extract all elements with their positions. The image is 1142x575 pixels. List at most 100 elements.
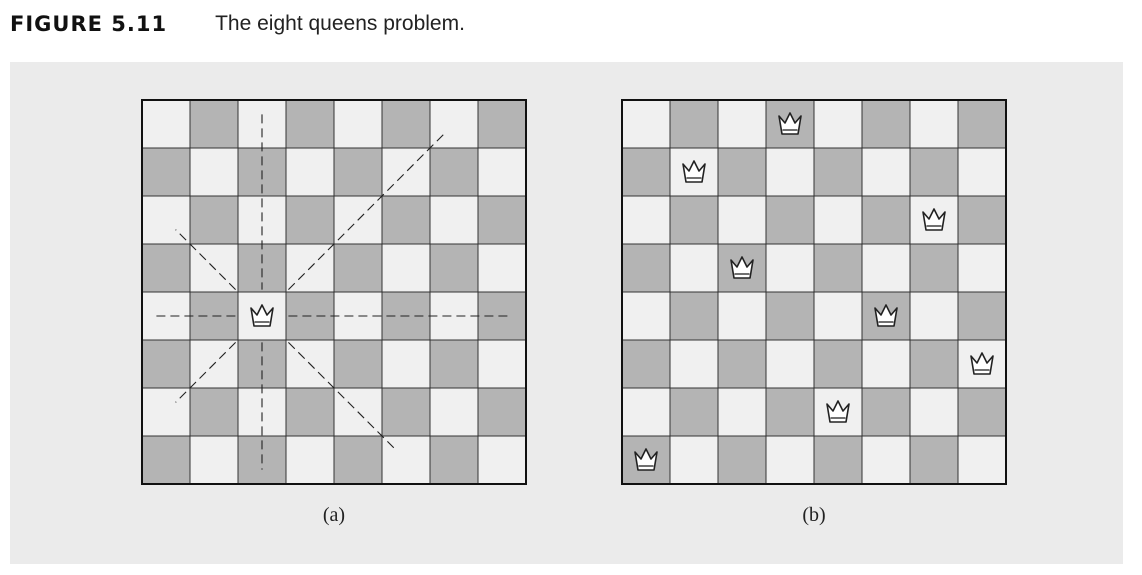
dark-square	[478, 196, 526, 244]
queen-crown-icon	[778, 112, 802, 135]
dark-square	[766, 196, 814, 244]
light-square	[718, 388, 766, 436]
dark-square	[718, 436, 766, 484]
dark-square	[958, 100, 1006, 148]
dark-square	[814, 148, 862, 196]
attack-diagonal-down-right	[288, 342, 397, 451]
dark-square	[190, 388, 238, 436]
light-square	[382, 244, 430, 292]
attack-diagonal-up-left	[175, 229, 236, 290]
attack-diagonal-up-right	[288, 133, 445, 290]
dark-square	[814, 340, 862, 388]
queen-crown-icon	[682, 160, 706, 183]
light-square	[190, 148, 238, 196]
queen-crown-shape	[826, 400, 850, 423]
dark-square	[958, 292, 1006, 340]
dark-square	[334, 436, 382, 484]
dark-square	[670, 196, 718, 244]
light-square	[718, 100, 766, 148]
light-square	[910, 292, 958, 340]
dark-square	[910, 148, 958, 196]
light-square	[478, 436, 526, 484]
light-square	[814, 292, 862, 340]
dark-square	[286, 100, 334, 148]
light-square	[190, 436, 238, 484]
dark-square	[430, 436, 478, 484]
queen-crown-shape	[922, 208, 946, 231]
light-square	[430, 292, 478, 340]
dark-square	[334, 340, 382, 388]
light-square	[718, 196, 766, 244]
dark-square	[958, 388, 1006, 436]
dark-square	[718, 340, 766, 388]
subfigure-label-a: (a)	[322, 504, 346, 526]
dark-square	[286, 196, 334, 244]
light-square	[718, 292, 766, 340]
figure-caption: FIGURE 5.11 The eight queens problem.	[10, 8, 465, 40]
queen-crown-shape	[634, 448, 658, 471]
dark-square	[766, 292, 814, 340]
queen-crown-shape	[970, 352, 994, 375]
queen-crown-icon	[634, 448, 658, 471]
dark-square	[478, 100, 526, 148]
light-square	[622, 196, 670, 244]
dark-square	[334, 148, 382, 196]
light-square	[862, 340, 910, 388]
light-square	[670, 436, 718, 484]
attack-diagonal-down-left	[175, 342, 236, 403]
light-square	[910, 388, 958, 436]
dark-square	[142, 340, 190, 388]
light-square	[766, 436, 814, 484]
dark-square	[670, 388, 718, 436]
chessboard-a	[141, 99, 527, 485]
light-square	[142, 100, 190, 148]
light-square	[622, 292, 670, 340]
light-square	[142, 292, 190, 340]
light-square	[958, 148, 1006, 196]
dark-square	[862, 196, 910, 244]
light-square	[286, 436, 334, 484]
dark-square	[190, 100, 238, 148]
dark-square	[382, 196, 430, 244]
figure-number: FIGURE 5.11	[10, 12, 168, 36]
dark-square	[430, 244, 478, 292]
queen-crown-icon	[874, 304, 898, 327]
dark-square	[478, 388, 526, 436]
queen-crown-icon	[826, 400, 850, 423]
queen-crown-icon	[730, 256, 754, 279]
light-square	[670, 340, 718, 388]
dark-square	[670, 100, 718, 148]
dark-square	[718, 148, 766, 196]
light-square	[814, 100, 862, 148]
light-square	[862, 436, 910, 484]
dark-square	[814, 244, 862, 292]
queen-crown-shape	[778, 112, 802, 135]
light-square	[862, 148, 910, 196]
light-square	[814, 196, 862, 244]
light-square	[430, 388, 478, 436]
light-square	[766, 244, 814, 292]
light-square	[862, 244, 910, 292]
subfigure-label-b: (b)	[802, 504, 826, 526]
light-square	[910, 100, 958, 148]
dark-square	[382, 388, 430, 436]
dark-square	[766, 388, 814, 436]
dark-square	[910, 436, 958, 484]
light-square	[382, 340, 430, 388]
board-border	[141, 99, 527, 485]
dark-square	[814, 436, 862, 484]
light-square	[430, 196, 478, 244]
dark-square	[910, 244, 958, 292]
dark-square	[430, 340, 478, 388]
chessboard-a-svg	[141, 99, 527, 485]
dark-square	[334, 244, 382, 292]
light-square	[478, 148, 526, 196]
dark-square	[910, 340, 958, 388]
light-square	[478, 244, 526, 292]
queen-crown-shape	[874, 304, 898, 327]
light-square	[478, 340, 526, 388]
light-square	[622, 100, 670, 148]
queen-crown-shape	[682, 160, 706, 183]
dark-square	[142, 244, 190, 292]
light-square	[958, 244, 1006, 292]
